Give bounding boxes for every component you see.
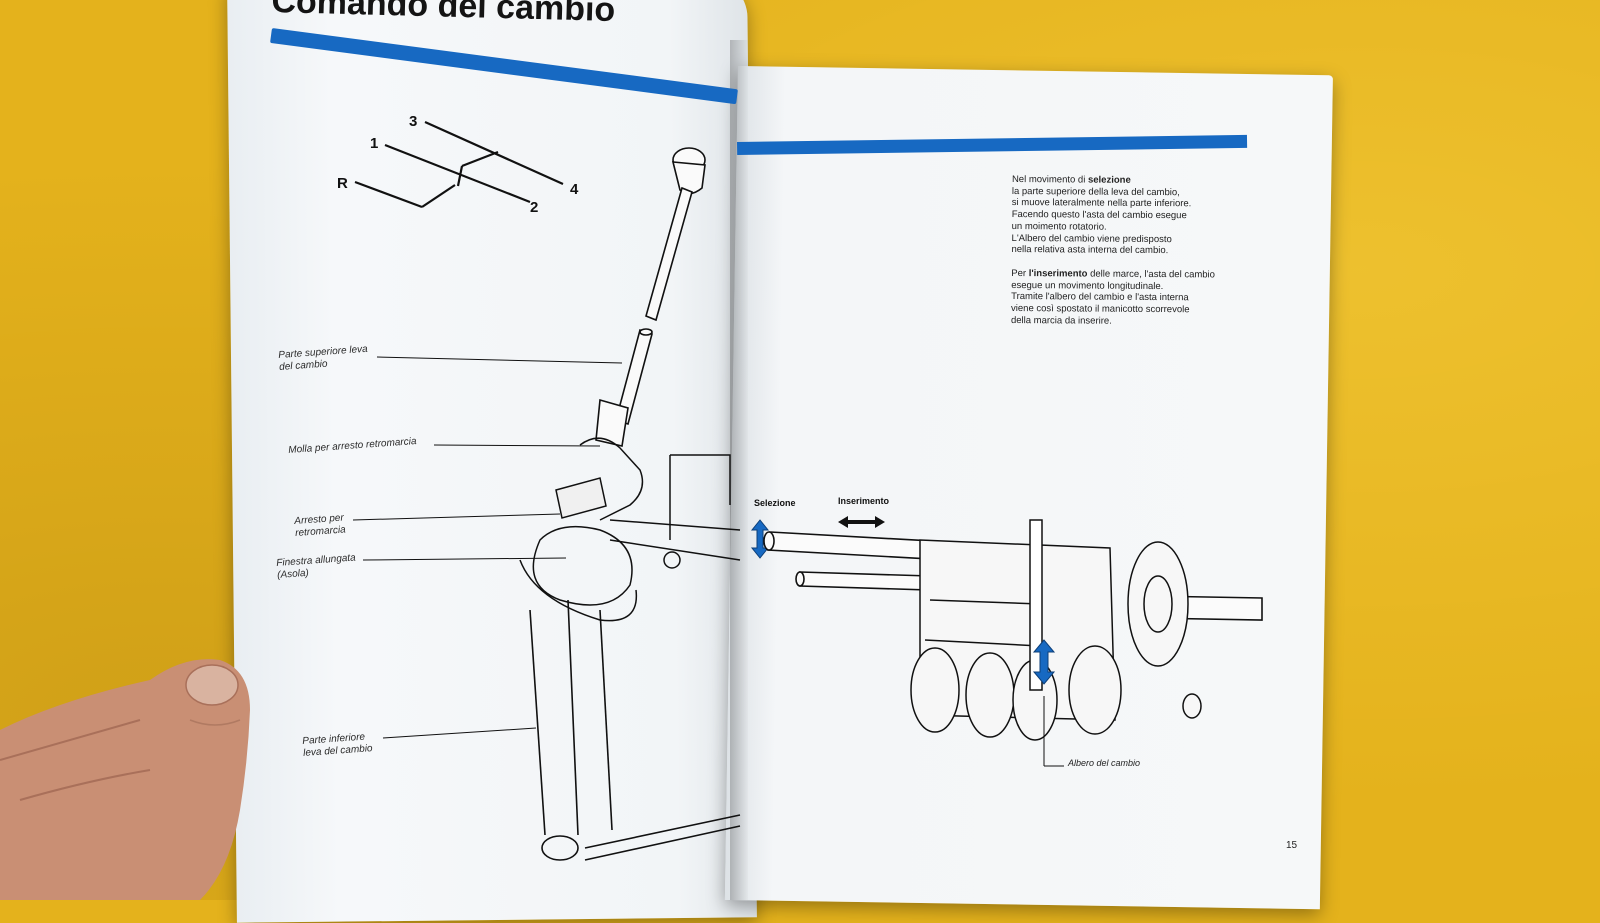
shift-pattern [354, 120, 564, 209]
selection-arrow-icon [750, 519, 770, 559]
insertion-shaft-arrow-icon [1032, 639, 1056, 685]
selection-label: Selezione [754, 498, 796, 508]
gear-label-1: 1 [370, 135, 378, 152]
gear-label-2: 2 [530, 199, 538, 216]
insertion-arrow-icon [838, 516, 885, 528]
gear-label-r: R [337, 175, 348, 192]
lower-lever [529, 599, 741, 861]
gearbox-diagram [750, 516, 1263, 767]
shaft-label: Albero del cambio [1068, 758, 1141, 768]
upper-lever [595, 147, 706, 447]
gear-label-3: 3 [409, 113, 417, 130]
hand-image [0, 659, 250, 900]
insertion-label: Inserimento [838, 496, 890, 506]
gear-label-4: 4 [570, 181, 579, 198]
page-number: 15 [1286, 840, 1298, 851]
callout-lines [352, 356, 623, 739]
gear-lever-diagram: R 1 3 2 4 [337, 113, 741, 861]
gearbox-block [910, 519, 1202, 741]
lever-housing [519, 437, 741, 622]
book-gutter [730, 40, 748, 900]
